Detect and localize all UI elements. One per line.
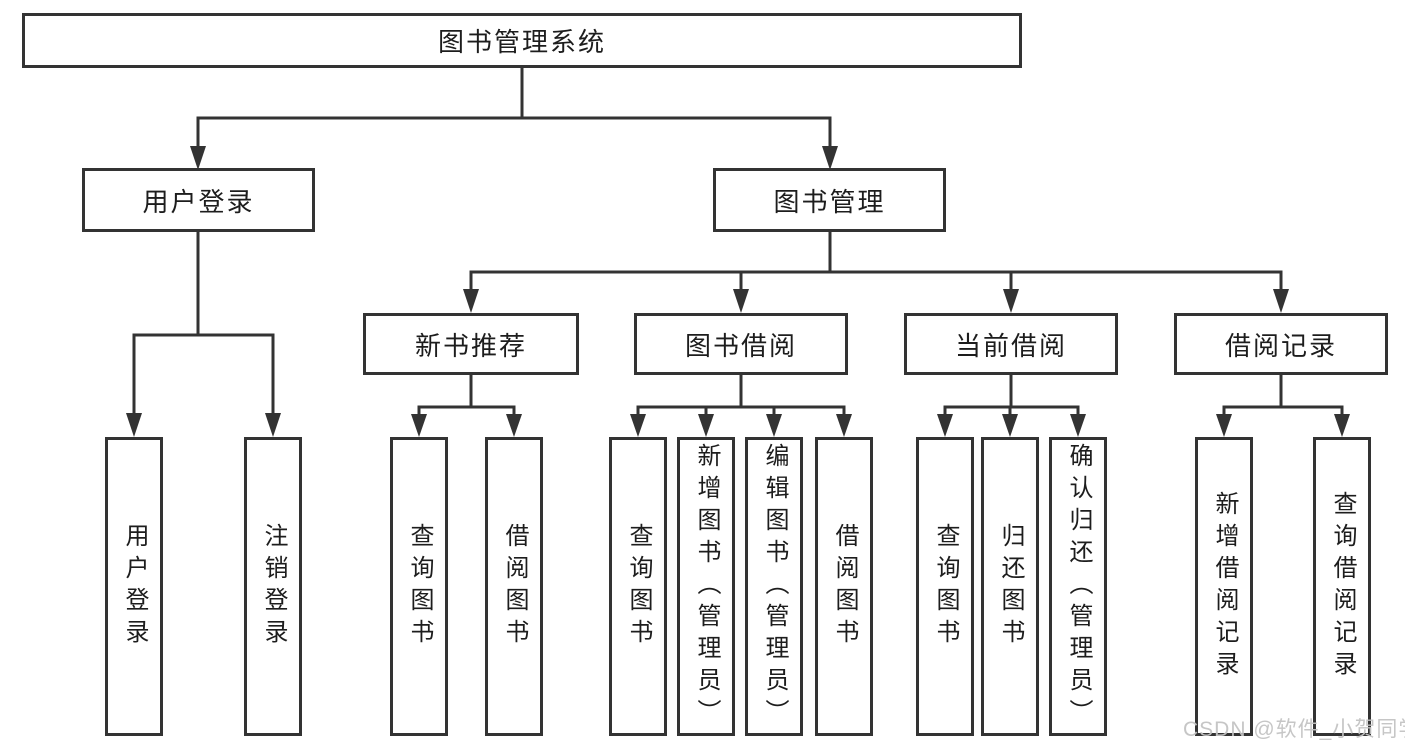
leaf-query-book-1: 查询图书 bbox=[390, 437, 448, 736]
leaf-borrow-book-1: 借阅图书 bbox=[485, 437, 543, 736]
leaf-return-book: 归还图书 bbox=[981, 437, 1039, 736]
leaf-user-login: 用户登录 bbox=[105, 437, 163, 736]
leaf-add-book-admin: 新增图书（管理员） bbox=[677, 437, 735, 736]
node-new-book-recommend: 新书推荐 bbox=[363, 313, 579, 375]
leaf-borrow-book-2: 借阅图书 bbox=[815, 437, 873, 736]
leaf-logout: 注销登录 bbox=[244, 437, 302, 736]
node-book-borrow: 图书借阅 bbox=[634, 313, 848, 375]
node-new-book-recommend-label: 新书推荐 bbox=[414, 330, 527, 361]
leaf-edit-book-admin: 编辑图书（管理员） bbox=[745, 437, 803, 736]
node-book-management: 图书管理 bbox=[713, 168, 946, 232]
leaf-query-book-3: 查询图书 bbox=[916, 437, 974, 736]
node-user-login-label: 用户登录 bbox=[142, 186, 255, 217]
node-borrow-record: 借阅记录 bbox=[1174, 313, 1388, 375]
leaf-query-book-2: 查询图书 bbox=[609, 437, 667, 736]
leaf-query-borrow-record: 查询借阅记录 bbox=[1313, 437, 1371, 736]
node-root: 图书管理系统 bbox=[22, 13, 1022, 68]
node-current-borrow-label: 当前借阅 bbox=[954, 330, 1067, 361]
node-user-login: 用户登录 bbox=[82, 168, 315, 232]
node-borrow-record-label: 借阅记录 bbox=[1224, 330, 1337, 361]
node-book-management-label: 图书管理 bbox=[773, 186, 886, 217]
node-current-borrow: 当前借阅 bbox=[904, 313, 1118, 375]
arrowheads bbox=[126, 146, 1350, 437]
node-root-label: 图书管理系统 bbox=[437, 27, 606, 57]
leaf-confirm-return-admin: 确认归还（管理员） bbox=[1049, 437, 1107, 736]
leaf-add-borrow-record: 新增借阅记录 bbox=[1195, 437, 1253, 736]
node-book-borrow-label: 图书借阅 bbox=[684, 330, 797, 361]
